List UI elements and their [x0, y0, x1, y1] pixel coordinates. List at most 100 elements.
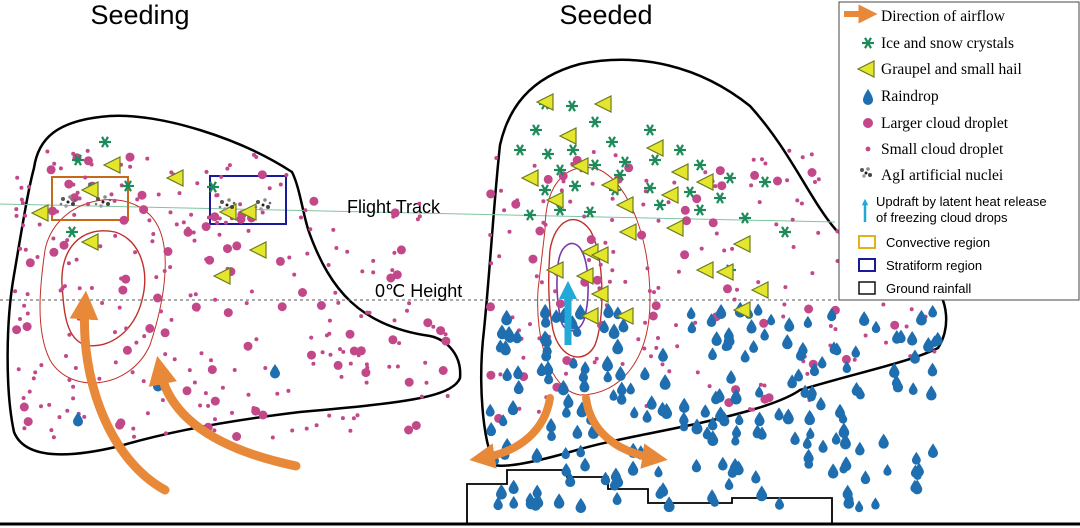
small-cloud-droplet [607, 279, 612, 284]
small-cloud-droplet [199, 351, 204, 356]
small-cloud-droplet [730, 246, 735, 251]
flight-track-label: Flight Track [347, 197, 441, 217]
raindrop [842, 360, 852, 374]
right-cloud-outline [480, 58, 948, 467]
large-cloud-droplet [841, 354, 851, 364]
raindrop [726, 369, 736, 384]
small-cloud-droplet [263, 366, 268, 370]
raindrop [579, 377, 590, 393]
raindrop [691, 418, 703, 435]
raindrop [889, 362, 900, 379]
small-cloud-droplet [254, 337, 259, 342]
raindrop [616, 390, 627, 405]
small-cloud-droplet [785, 178, 790, 183]
small-cloud-droplet [20, 201, 25, 205]
small-cloud-droplet [371, 270, 376, 275]
raindrop [539, 330, 551, 346]
small-cloud-droplet [217, 232, 222, 237]
raindrop [878, 433, 889, 449]
raindrop [659, 374, 671, 390]
small-cloud-droplet [86, 202, 90, 206]
small-cloud-droplet [517, 406, 522, 411]
small-cloud-droplet [553, 289, 558, 294]
raindrop [784, 317, 795, 332]
large-cloud-droplet [486, 189, 496, 199]
small-cloud-droplet [35, 255, 40, 259]
large-cloud-droplet [764, 393, 774, 403]
graupel [750, 281, 769, 299]
graupel [660, 186, 679, 204]
raindrop [896, 329, 906, 344]
ice-crystal [589, 159, 601, 171]
small-cloud-droplet [213, 417, 217, 422]
raindrop [551, 309, 561, 323]
ice-crystal [542, 148, 554, 160]
large-cloud-droplet [232, 432, 242, 441]
raindrop [563, 393, 574, 409]
raindrop [615, 365, 626, 381]
graupel [715, 263, 734, 281]
raindrop [838, 411, 848, 424]
raindrop [509, 495, 519, 509]
raindrop [691, 458, 702, 473]
raindrop [859, 311, 870, 327]
agi-nucleus [59, 195, 77, 208]
large-cloud-droplet [441, 336, 451, 346]
small-cloud-droplet [652, 290, 656, 295]
raindrop [580, 361, 590, 374]
raindrop [803, 448, 814, 464]
raindrop [711, 390, 721, 405]
small-cloud-droplet [327, 318, 332, 323]
small-cloud-droplet [345, 249, 350, 254]
small-cloud-droplet [489, 261, 494, 266]
small-cloud-droplet [613, 153, 618, 158]
small-cloud-droplet [787, 148, 792, 153]
small-cloud-droplet [98, 244, 103, 249]
small-cloud-droplet [636, 337, 641, 342]
small-cloud-droplet [365, 310, 370, 315]
small-cloud-droplet [833, 327, 838, 332]
small-cloud-droplet [219, 174, 224, 179]
raindrop [740, 349, 750, 363]
small-cloud-droplet [238, 202, 243, 207]
large-cloud-droplet [404, 377, 414, 387]
small-cloud-droplet [543, 222, 548, 227]
raindrop [831, 432, 841, 445]
agi-layer [59, 195, 272, 211]
raindrop [927, 443, 939, 459]
graupel [248, 241, 267, 259]
small-cloud-droplet [756, 280, 761, 285]
small-cloud-droplet [762, 383, 767, 388]
small-cloud-droplet [112, 198, 117, 203]
raindrop [507, 400, 519, 416]
small-cloud-droplet [645, 266, 650, 271]
small-cloud-droplet [232, 368, 237, 372]
legend: Direction of airflow Ice and snow crysta… [838, 1, 1080, 301]
small-cloud-droplet [498, 372, 503, 377]
raindrop [855, 441, 865, 456]
raindrop [73, 412, 83, 427]
small-cloud-droplet [204, 169, 209, 174]
large-cloud-droplet [122, 345, 132, 355]
small-cloud-droplet [348, 428, 353, 433]
raindrop [270, 364, 280, 379]
raindrop [609, 389, 618, 401]
raindrop [926, 385, 937, 401]
small-cloud-droplet [568, 199, 573, 204]
small-cloud-droplet [132, 434, 136, 439]
small-cloud-droplet [220, 385, 225, 390]
small-cloud-droplet [77, 286, 82, 291]
raindrop [498, 414, 508, 427]
ice-crystal [606, 136, 618, 148]
small-cloud-droplet [156, 192, 161, 197]
large-cloud-droplet [411, 421, 421, 430]
raindrop [588, 422, 600, 439]
graupel [590, 285, 609, 303]
airflow-arrow-right-1 [469, 394, 554, 469]
raindrop [910, 464, 920, 478]
raindrop [561, 462, 571, 477]
small-cloud-droplet [25, 292, 30, 297]
large-cloud-droplet [692, 194, 702, 204]
raindrop [501, 309, 512, 326]
small-cloud-droplet [51, 236, 56, 241]
